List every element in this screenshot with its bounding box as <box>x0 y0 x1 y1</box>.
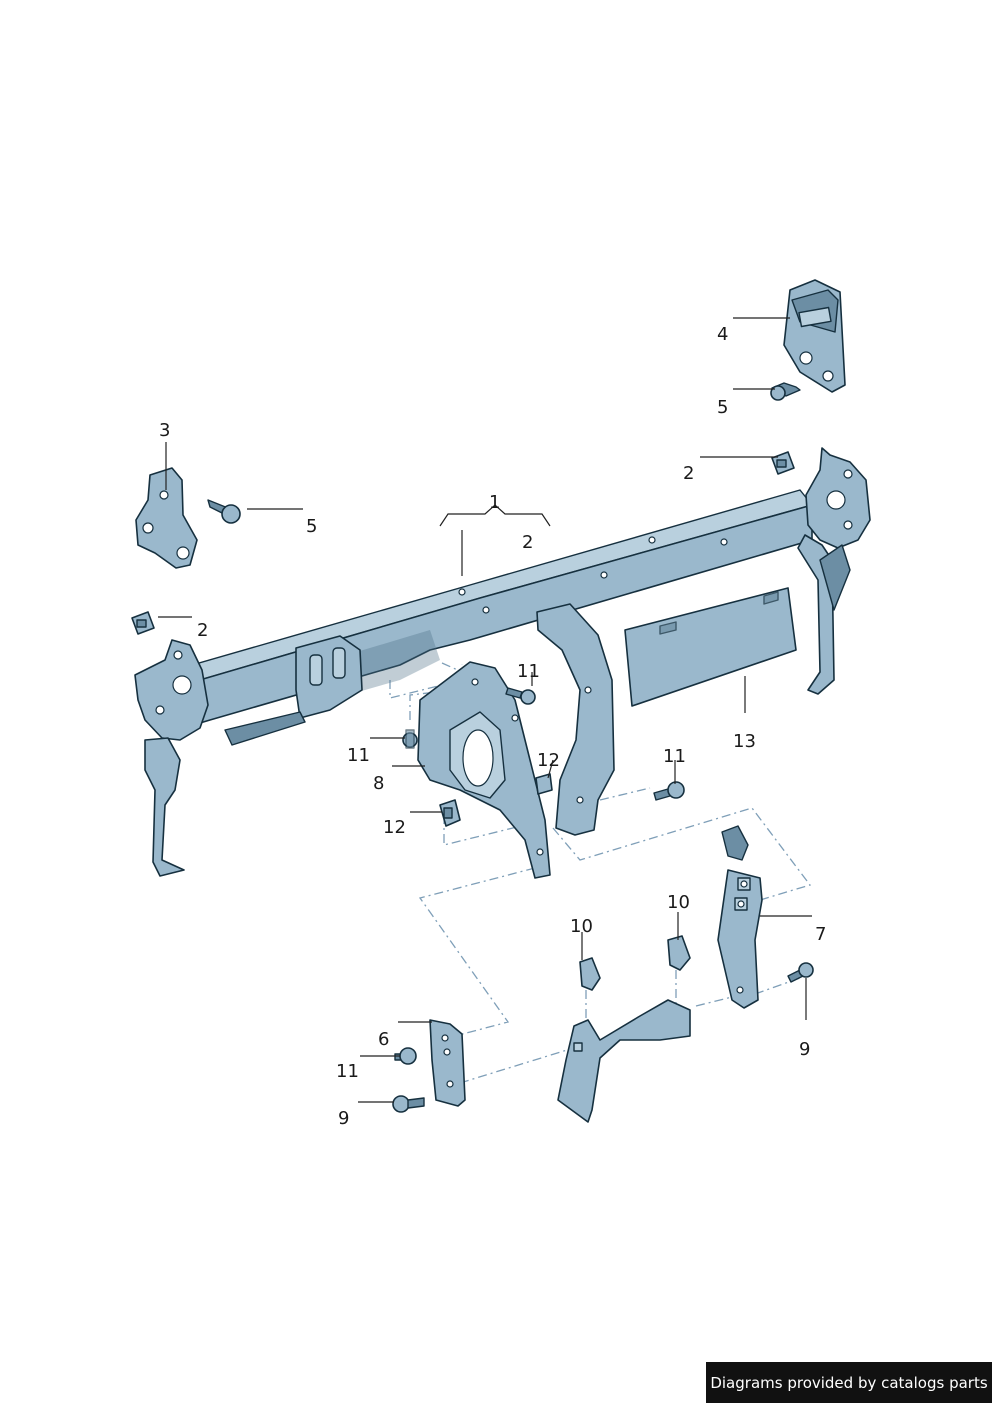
callout-6: 6 <box>378 1029 389 1050</box>
part-7-bracket <box>717 825 763 1009</box>
center-brace <box>536 603 615 836</box>
screw-9-left <box>392 1095 425 1113</box>
callout-11-c: 11 <box>663 746 686 767</box>
callout-11-b: 11 <box>347 745 370 766</box>
callout-13: 13 <box>733 731 756 752</box>
part-3-bracket <box>135 467 198 569</box>
clip-12-b <box>439 799 461 827</box>
screw-11-c <box>653 781 685 801</box>
credit-banner: Diagrams provided by catalogs parts <box>706 1362 992 1403</box>
part-4-bracket <box>783 279 846 393</box>
clip-10-b <box>667 935 691 971</box>
clip-nut-2-right <box>771 451 795 475</box>
clip-12-a <box>535 773 553 795</box>
callout-11-a: 11 <box>517 661 540 682</box>
callout-7: 7 <box>815 924 826 945</box>
callout-1: 1 <box>489 492 500 513</box>
screw-11-b <box>402 729 418 749</box>
screw-11-a <box>505 687 536 705</box>
callout-10-b: 10 <box>667 892 690 913</box>
part-8-bracket <box>417 661 551 879</box>
credit-text: Diagrams provided by catalogs parts <box>710 1373 988 1392</box>
screw-5-upper <box>770 382 801 401</box>
callout-5-b: 5 <box>306 516 317 537</box>
clip-nut-2-left <box>131 611 155 635</box>
screw-9-right <box>787 962 814 983</box>
callout-10-a: 10 <box>570 916 593 937</box>
callout-3: 3 <box>159 420 170 441</box>
callout-2-c: 2 <box>197 620 208 641</box>
callout-2-b: 2 <box>683 463 694 484</box>
callout-12-b: 12 <box>383 817 406 838</box>
leader-lines <box>158 317 812 1103</box>
callout-12-a: 12 <box>537 750 560 771</box>
callout-9-b: 9 <box>799 1039 810 1060</box>
lower-center-bracket <box>557 999 691 1123</box>
callout-labels: 1 2 2 2 3 4 5 5 6 7 8 9 9 10 10 11 11 11… <box>159 324 826 1129</box>
callout-8: 8 <box>373 773 384 794</box>
callout-9-a: 9 <box>338 1108 349 1129</box>
clip-10-a <box>579 957 601 991</box>
part-6-bracket <box>429 1019 466 1107</box>
part-1-cross-member <box>134 447 871 877</box>
part-13-panel <box>624 587 797 707</box>
screw-5-left <box>207 499 241 524</box>
callout-2-a: 2 <box>522 532 533 553</box>
callout-5-a: 5 <box>717 397 728 418</box>
callout-11-d: 11 <box>336 1061 359 1082</box>
callout-4: 4 <box>717 324 728 345</box>
